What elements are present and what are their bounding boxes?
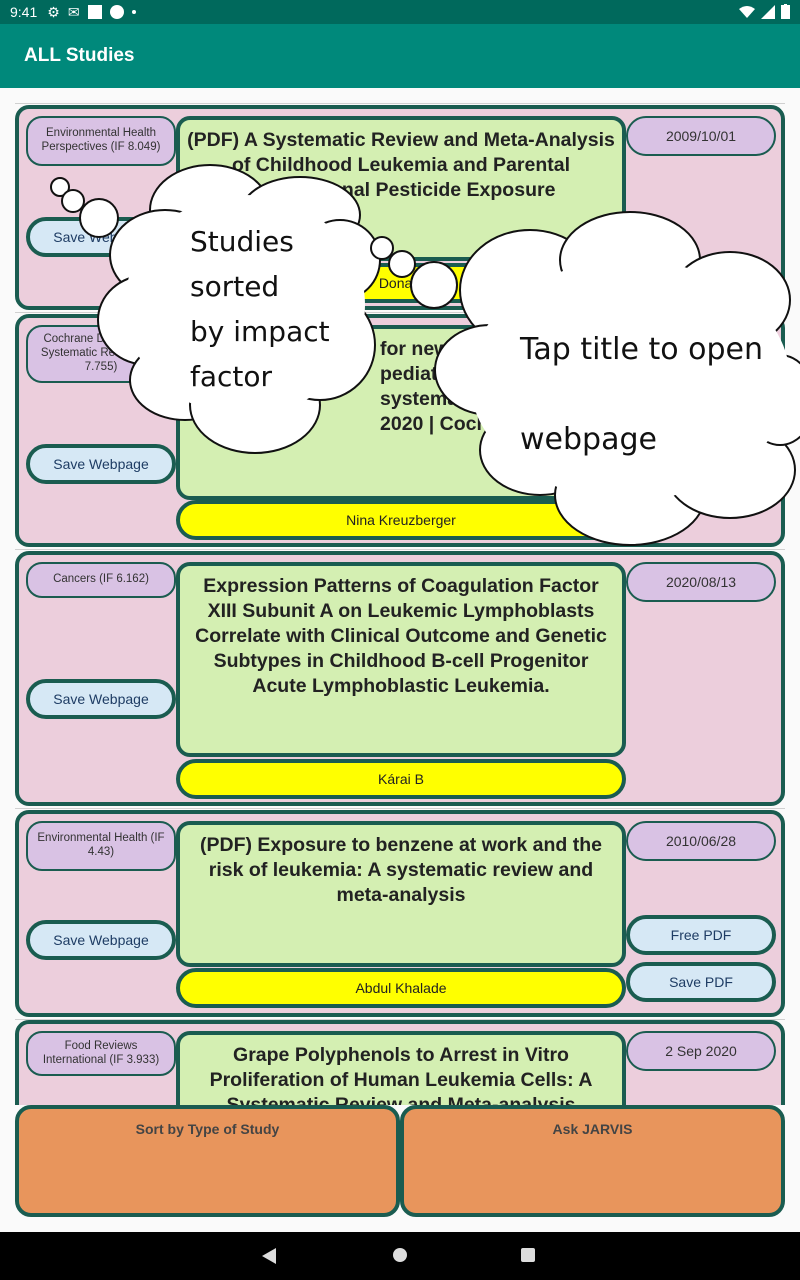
app-bar: ALL Studies [0, 24, 800, 88]
study-card: Food Reviews International (IF 3.933) Gr… [15, 1020, 785, 1105]
status-time: 9:41 [10, 4, 38, 20]
tap-tip-line1: Tap title to open [520, 332, 764, 367]
study-card: Environmental Health (IF 4.43) Save Webp… [15, 810, 785, 1017]
sorted-tip-line: Studies [190, 225, 294, 258]
page-title: ALL Studies [24, 45, 135, 66]
gear-icon: ⚙ [47, 3, 60, 20]
recents-icon[interactable] [521, 1248, 535, 1262]
study-title[interactable]: Grape Polyphenols to Arrest in Vitro Pro… [176, 1031, 626, 1105]
date-badge: 2 Sep 2020 [626, 1031, 776, 1071]
system-nav-bar [0, 1232, 800, 1280]
more-dot-icon [131, 10, 136, 14]
sort-by-type-button[interactable]: Sort by Type of Study [15, 1105, 400, 1217]
journal-badge: Environmental Health Perspectives (IF 8.… [26, 116, 176, 166]
sorted-tip-line: sorted [190, 270, 280, 303]
study-title[interactable]: (PDF) Exposure to benzene at work and th… [176, 821, 626, 967]
divider [15, 103, 785, 104]
back-icon[interactable] [262, 1248, 276, 1264]
journal-badge: Food Reviews International (IF 3.933) [26, 1031, 176, 1076]
study-card: Cancers (IF 6.162) Save Webpage Expressi… [15, 551, 785, 806]
divider [15, 1019, 785, 1020]
date-badge: 2020/08/13 [626, 562, 776, 602]
wifi-icon [739, 5, 755, 18]
study-title[interactable]: Expression Patterns of Coagulation Facto… [176, 562, 626, 757]
divider [15, 549, 785, 550]
sorted-tip-line: by impact [190, 315, 330, 348]
author-badge: Nina Kreuzberger [176, 500, 626, 540]
sorted-bubble-cloud [50, 164, 381, 454]
author-badge: Kárai B [176, 759, 626, 799]
divider [15, 312, 785, 313]
journal-badge: Environmental Health (IF 4.43) [26, 821, 176, 871]
signal-icon [761, 4, 775, 19]
sorted-tip-line: factor [190, 360, 273, 393]
mail-icon: ✉ [67, 3, 80, 20]
battery-icon [781, 4, 790, 19]
home-icon[interactable] [393, 1248, 407, 1262]
status-bar: 9:41 ⚙ ✉ [0, 0, 800, 24]
sorted-tip-text: Studies sorted by impact factor [190, 219, 330, 399]
author-badge: Abdul Khalade [176, 968, 626, 1008]
ask-jarvis-button[interactable]: Ask JARVIS [400, 1105, 785, 1217]
square-icon [87, 5, 102, 19]
journal-badge: Cancers (IF 6.162) [26, 562, 176, 598]
date-badge: 2009/10/01 [626, 116, 776, 156]
free-pdf-button[interactable]: Free PDF [626, 915, 776, 955]
save-pdf-button[interactable]: Save PDF [626, 962, 776, 1002]
save-webpage-button[interactable]: Save Webpage [26, 444, 176, 484]
save-webpage-button[interactable]: Save Webpage [26, 920, 176, 960]
circle-icon [109, 5, 124, 19]
save-webpage-button[interactable]: Save Webpage [26, 679, 176, 719]
date-badge: 2010/06/28 [626, 821, 776, 861]
divider [15, 808, 785, 809]
tap-tip-line2: webpage [520, 422, 657, 457]
tap-bubble-cloud [370, 211, 800, 546]
